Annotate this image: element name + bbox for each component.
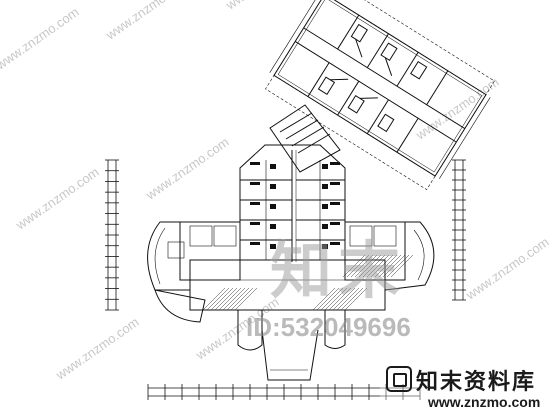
hatch-line [342, 254, 366, 278]
hatch-line [328, 287, 352, 311]
upper-wing [265, 0, 495, 191]
fixture-mark [322, 244, 328, 249]
diagonal-watermark-text: www.znzmo.com [12, 164, 101, 233]
big-logo-watermark: 知末 [270, 234, 406, 307]
hatch-line [214, 287, 238, 311]
hatch-line [350, 254, 374, 278]
fixture-mark [322, 184, 328, 189]
diagonal-watermark-text: www.znzmo.com [462, 234, 551, 303]
hatch-line [366, 254, 390, 278]
fixture-mark [250, 202, 260, 205]
diagonal-watermark-text: www.znzmo.com [142, 134, 231, 203]
hatch-line [324, 287, 348, 311]
diagonal-watermark-text: www.znzmo.com [102, 0, 191, 43]
fixture-mark [270, 224, 276, 229]
fixture-mark [322, 204, 328, 209]
fixture-mark [250, 242, 260, 245]
brand-name: 知末资料库 [416, 370, 537, 395]
hatch-line [374, 254, 398, 278]
hatch-line [234, 287, 258, 311]
fixture-mark [270, 184, 276, 189]
diagonal-watermark-text: www.znzmo.com [222, 0, 311, 13]
hatch-line [340, 287, 364, 311]
hatch-line [332, 287, 356, 311]
hatch-line [320, 287, 344, 311]
hatch-line [390, 254, 414, 278]
hatch-line [336, 287, 360, 311]
fixture-mark [322, 224, 328, 229]
fixture-mark [330, 162, 340, 165]
left-dimension-scale [105, 159, 119, 311]
diagonal-watermark-text: www.znzmo.com [52, 314, 141, 383]
fixture-mark [270, 164, 276, 169]
fixture-mark [330, 242, 340, 245]
hatch-line [344, 287, 368, 311]
hatch-line [218, 287, 242, 311]
hatch-line [346, 254, 370, 278]
hatch-line [312, 287, 336, 311]
hatch-line [226, 287, 250, 311]
hatch-line [354, 254, 378, 278]
tower-fixtures [250, 162, 340, 249]
diagonal-watermark-text: www.znzmo.com [0, 4, 82, 73]
fixture-mark [250, 182, 260, 185]
fixture-mark [322, 164, 328, 169]
fixture-mark [250, 222, 260, 225]
id-watermark: ID:532049696 [246, 312, 411, 342]
hatch-line [202, 287, 226, 311]
fixture-mark [330, 222, 340, 225]
hatch-line [378, 254, 402, 278]
hatch-line [362, 254, 386, 278]
hatched-zones [202, 254, 414, 311]
right-dimension-scale [452, 159, 466, 301]
hatch-line [210, 287, 234, 311]
fixture-mark [330, 182, 340, 185]
hatch-line [316, 287, 340, 311]
hatch-line [382, 254, 406, 278]
diagonal-watermark-text: www.znzmo.com [412, 74, 501, 143]
hatch-line [206, 287, 230, 311]
hatch-line [222, 287, 246, 311]
fixture-mark [270, 204, 276, 209]
connector-stair [269, 104, 341, 173]
brand-url: www.znzmo.com [428, 394, 541, 410]
fixture-mark [250, 162, 260, 165]
hatch-line [370, 254, 394, 278]
znzmo-logo-icon [386, 366, 412, 392]
hatch-line [386, 254, 410, 278]
hatch-line [358, 254, 382, 278]
hatch-line [230, 287, 254, 311]
fixture-mark [270, 244, 276, 249]
podium [147, 221, 435, 381]
fixture-mark [330, 202, 340, 205]
